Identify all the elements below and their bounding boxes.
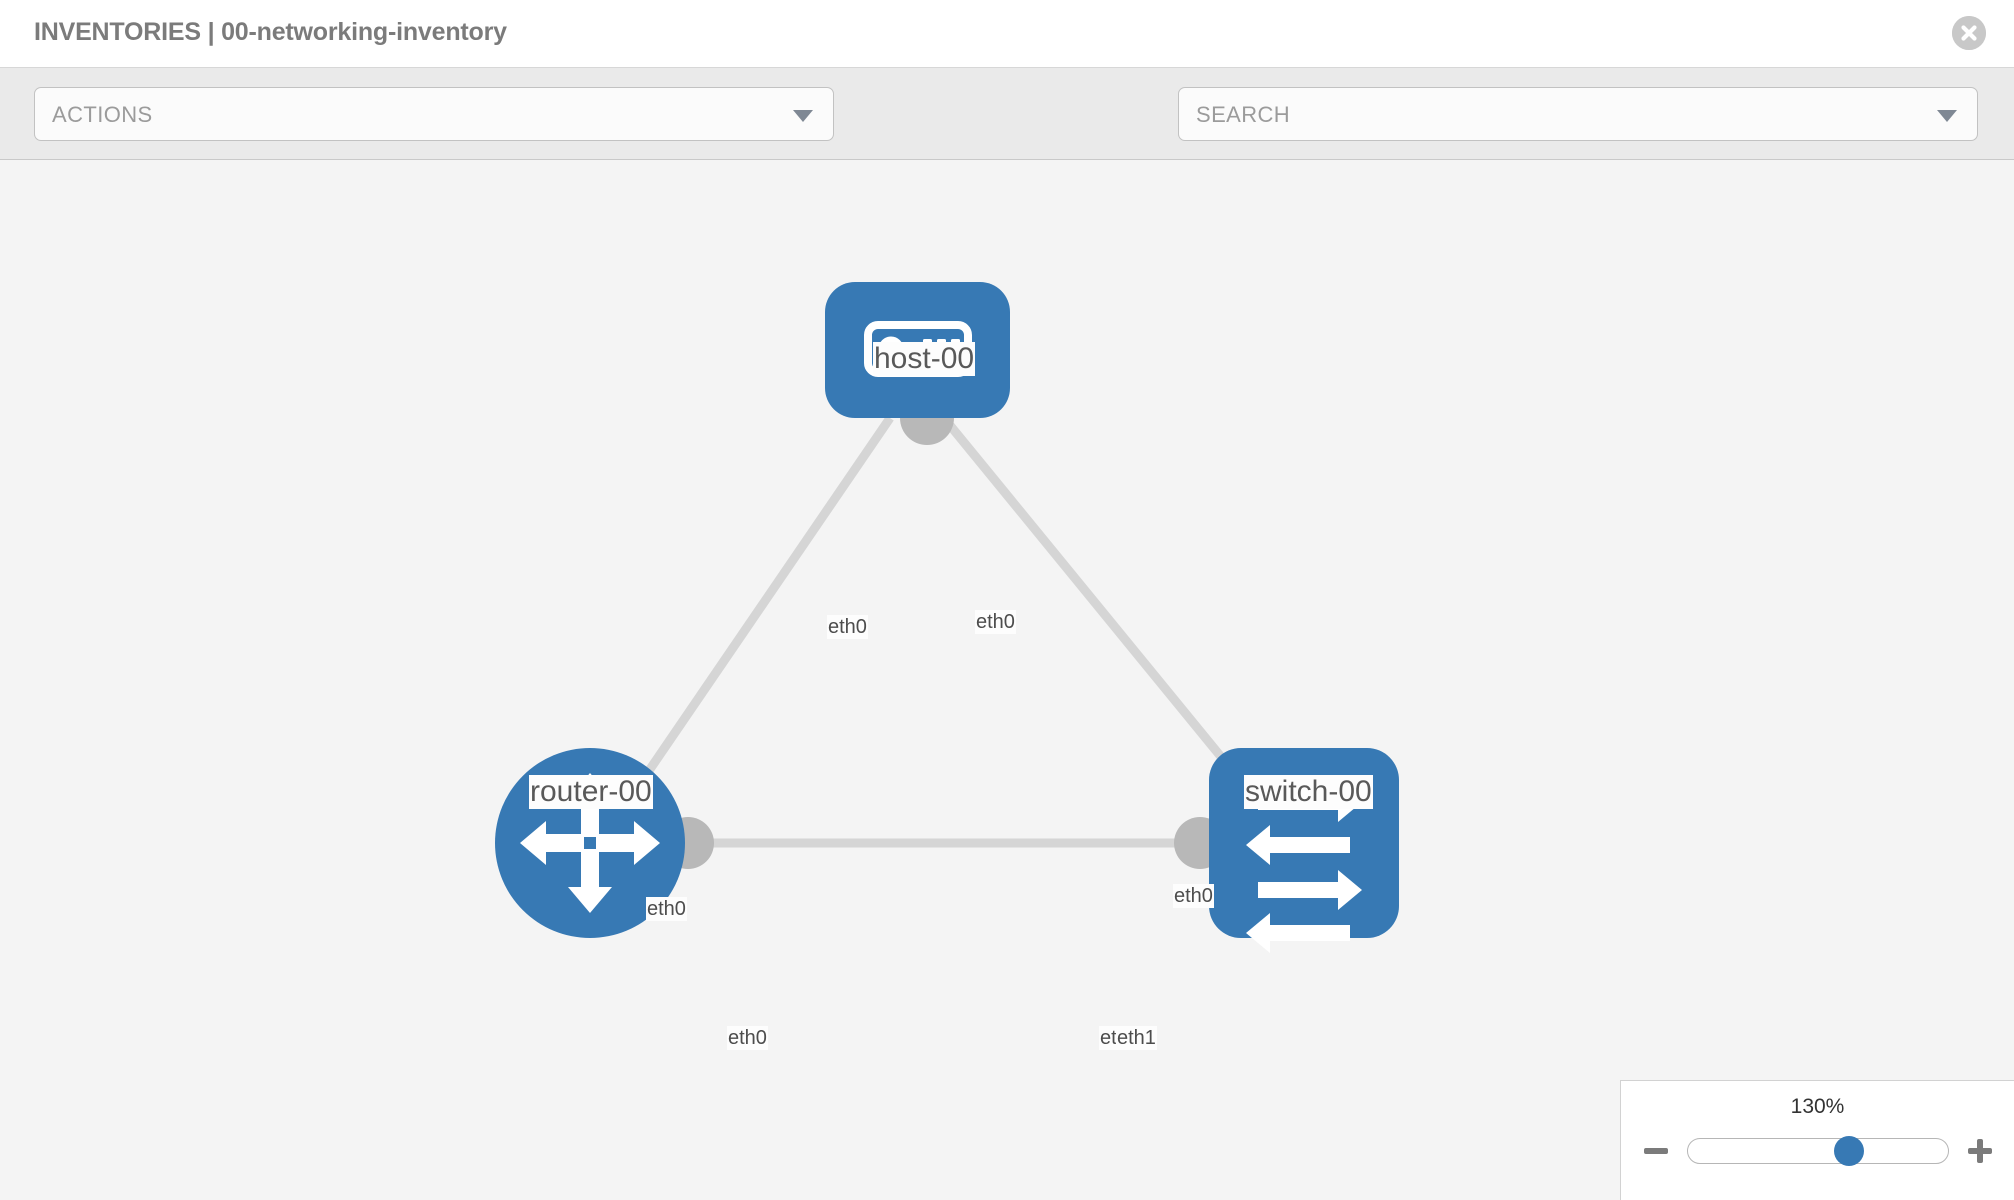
actions-dropdown[interactable]: ACTIONS: [34, 87, 834, 141]
zoom-control-panel: 130%: [1620, 1080, 2014, 1200]
plus-icon[interactable]: [1965, 1136, 1995, 1166]
node-label-switch-00: switch-00: [1244, 775, 1373, 809]
zoom-slider[interactable]: [1686, 1136, 1949, 1166]
link-host-router: [614, 415, 894, 819]
search-input[interactable]: SEARCH: [1178, 87, 1978, 141]
node-label-host-00: host-00: [873, 342, 976, 376]
interface-label: eth0: [727, 1026, 768, 1050]
interface-label: eth0: [646, 897, 687, 921]
interface-label: eth1: [1116, 1026, 1157, 1050]
zoom-level-label: 130%: [1790, 1095, 1845, 1118]
topology-connectors: [662, 391, 1265, 869]
topology-graph: [495, 282, 1399, 953]
link-host-switch: [940, 415, 1262, 805]
minus-icon[interactable]: [1641, 1136, 1671, 1166]
page-header: INVENTORIES | 00-networking-inventory: [0, 0, 2014, 68]
chevron-down-icon: [793, 110, 813, 122]
close-icon[interactable]: [1952, 16, 1986, 50]
node-label-router-00: router-00: [529, 775, 653, 809]
interface-label: eth0: [827, 615, 868, 639]
topology-canvas[interactable]: host-00 router-00 switch-00 eth0 eth0 et…: [0, 160, 2014, 1200]
interface-label: eth0: [1173, 884, 1214, 908]
actions-dropdown-label: ACTIONS: [52, 102, 153, 127]
topology-links: [614, 415, 1262, 848]
chevron-down-icon[interactable]: [1937, 110, 1957, 122]
interface-label: eth0: [975, 610, 1016, 634]
page-title: INVENTORIES | 00-networking-inventory: [34, 18, 507, 46]
search-placeholder: SEARCH: [1196, 102, 1291, 127]
zoom-slider-thumb[interactable]: [1833, 1136, 1864, 1166]
toolbar: ACTIONS: [0, 68, 2014, 194]
